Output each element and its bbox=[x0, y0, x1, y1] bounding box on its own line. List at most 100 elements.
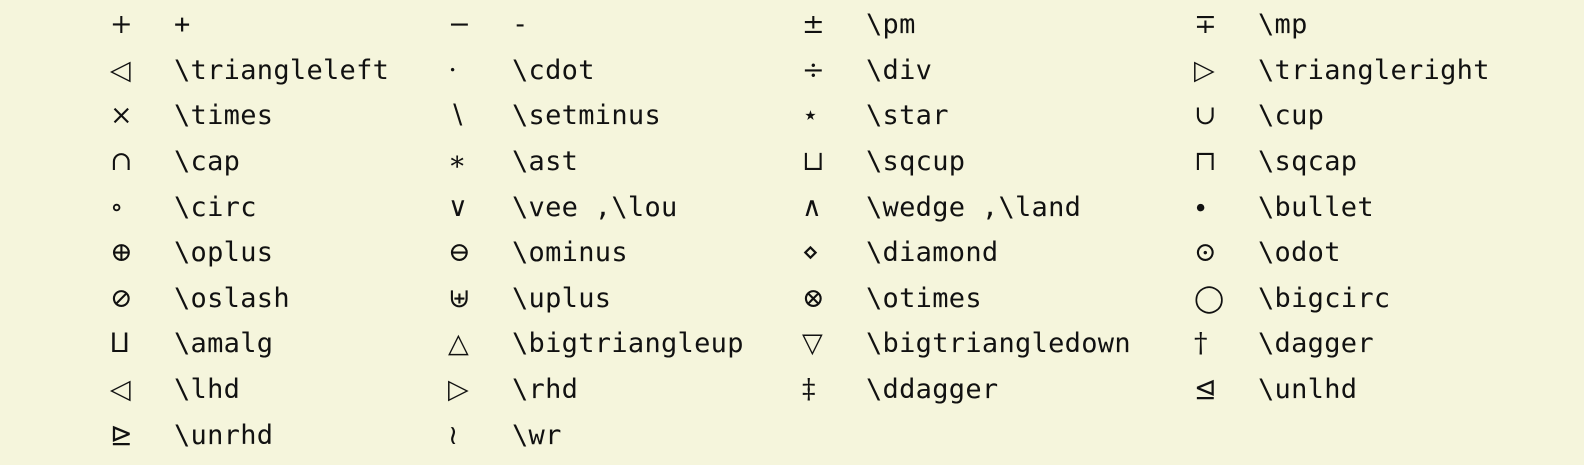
math-symbol: ▽ bbox=[802, 328, 823, 360]
symbol-row: ⊕ \oplus bbox=[110, 230, 389, 276]
symbol-row: ∧\wedge ,\land bbox=[802, 184, 1131, 230]
math-symbol: ⋆ bbox=[802, 100, 819, 132]
math-symbol: ⊙ bbox=[1194, 237, 1217, 269]
latex-command: \setminus bbox=[512, 100, 661, 132]
math-symbol: ∗ bbox=[448, 146, 467, 178]
latex-command: \vee ,\lou bbox=[512, 191, 678, 223]
symbol-row: ×\times bbox=[110, 93, 389, 139]
math-symbol: ∙ bbox=[1194, 191, 1208, 223]
latex-command: \lhd bbox=[174, 374, 241, 406]
symbol-row: ∙\bullet bbox=[1194, 184, 1490, 230]
symbol-row: ⊘\oslash bbox=[110, 276, 389, 322]
symbol-row: ∓ \mp bbox=[1194, 2, 1490, 48]
math-symbol: ⊓ bbox=[1194, 146, 1217, 178]
symbol-row: ▷ \triangleright bbox=[1194, 48, 1490, 94]
math-symbol: ⊗ bbox=[802, 282, 825, 314]
math-symbol: ∨ bbox=[448, 191, 468, 223]
latex-command: \pm bbox=[866, 9, 916, 41]
math-symbol: ∖ bbox=[448, 100, 466, 132]
latex-command: \mp bbox=[1258, 9, 1308, 41]
math-symbol: ⊖ bbox=[448, 237, 471, 269]
symbol-row: ∩\cap bbox=[110, 139, 389, 185]
symbol-column-3: ±\pm ÷\div ⋆ \star ⊔\sqcup ∧\wedge ,\land… bbox=[802, 2, 1131, 412]
symbol-row: ⊙\odot bbox=[1194, 230, 1490, 276]
symbol-row: ÷\div bbox=[802, 48, 1131, 94]
math-symbol: ∧ bbox=[802, 191, 822, 223]
latex-command: \ddagger bbox=[866, 374, 999, 406]
symbol-row: ▽ \bigtriangledown bbox=[802, 321, 1131, 367]
math-symbol: ⋅ bbox=[448, 54, 458, 86]
math-symbol: ⊘ bbox=[110, 282, 133, 314]
latex-command: \cap bbox=[174, 146, 241, 178]
latex-command: \rhd bbox=[512, 374, 579, 406]
math-symbol: + bbox=[110, 9, 133, 41]
latex-command: \triangleright bbox=[1258, 54, 1490, 86]
symbol-row: ⊖ \ominus bbox=[448, 230, 744, 276]
math-symbol: ‡ bbox=[802, 374, 816, 406]
latex-command: - bbox=[512, 9, 529, 41]
latex-command: \times bbox=[174, 100, 274, 132]
symbol-column-1: ++ ◁\triangleleft ×\times ∩\cap ∘\circ ⊕… bbox=[110, 2, 389, 458]
symbol-row: ∖ \setminus bbox=[448, 93, 744, 139]
symbol-row: ++ bbox=[110, 2, 389, 48]
latex-command: \oplus bbox=[174, 237, 274, 269]
math-symbol: ∪ bbox=[1194, 100, 1217, 132]
symbol-row: ⋄ \diamond bbox=[802, 230, 1131, 276]
latex-command: + bbox=[174, 9, 191, 41]
math-symbol: − bbox=[448, 9, 471, 41]
symbol-row: ⋅ \cdot bbox=[448, 48, 744, 94]
symbol-row: ∨ \vee ,\lou bbox=[448, 184, 744, 230]
symbol-row: ◯ \bigcirc bbox=[1194, 276, 1490, 322]
latex-command: \circ bbox=[174, 191, 257, 223]
symbol-row: ⊎ \uplus bbox=[448, 276, 744, 322]
latex-command: \uplus bbox=[512, 282, 612, 314]
symbol-row: −- bbox=[448, 2, 744, 48]
symbol-row: ≀\wr bbox=[448, 412, 744, 458]
symbol-row: △\bigtriangleup bbox=[448, 321, 744, 367]
latex-command: \triangleleft bbox=[174, 54, 390, 86]
symbol-row: † \dagger bbox=[1194, 321, 1490, 367]
math-symbol: ◁ bbox=[110, 54, 131, 86]
symbol-row: ∗ \ast bbox=[448, 139, 744, 185]
math-symbol: ◯ bbox=[1194, 282, 1225, 314]
latex-command: \amalg bbox=[174, 328, 274, 360]
symbol-row: ⊔\sqcup bbox=[802, 139, 1131, 185]
latex-command: \ast bbox=[512, 146, 579, 178]
math-symbol: ⨿ bbox=[110, 328, 130, 360]
latex-command: \unlhd bbox=[1258, 374, 1358, 406]
latex-command: \bigtriangledown bbox=[866, 328, 1131, 360]
math-symbol: ⊎ bbox=[448, 282, 471, 314]
latex-command: \ominus bbox=[512, 237, 628, 269]
symbol-column-4: ∓\mp ▷\triangleright ∪\cup ⊓\sqcap ∙\bul… bbox=[1194, 2, 1490, 412]
math-symbol: ⋄ bbox=[802, 237, 819, 269]
math-symbol: ◁ bbox=[110, 374, 131, 406]
latex-command: \otimes bbox=[866, 282, 982, 314]
symbol-row: ⊗ \otimes bbox=[802, 276, 1131, 322]
symbol-row: ⊵ \unrhd bbox=[110, 412, 389, 458]
symbol-row: ◁ \lhd bbox=[110, 367, 389, 413]
latex-command: \cdot bbox=[512, 54, 595, 86]
latex-command: \div bbox=[866, 54, 933, 86]
symbol-column-2: −- ⋅\cdot ∖\setminus ∗\ast ∨\vee ,\lou ⊖… bbox=[448, 2, 744, 458]
symbol-row: ‡ \ddagger bbox=[802, 367, 1131, 413]
math-symbol: ∓ bbox=[1194, 9, 1217, 41]
latex-command: \unrhd bbox=[174, 419, 274, 451]
math-symbol: ▷ bbox=[1194, 54, 1215, 86]
latex-command: \diamond bbox=[866, 237, 999, 269]
math-symbol: ⊕ bbox=[110, 237, 133, 269]
math-symbol: ⊵ bbox=[110, 419, 133, 451]
symbol-row: ▷ \rhd bbox=[448, 367, 744, 413]
latex-command: \star bbox=[866, 100, 949, 132]
symbol-row: ◁ \triangleleft bbox=[110, 48, 389, 94]
symbol-row: ±\pm bbox=[802, 2, 1131, 48]
latex-command: \bigcirc bbox=[1258, 282, 1391, 314]
math-symbol: ⊔ bbox=[802, 146, 825, 178]
math-symbol: † bbox=[1194, 328, 1208, 360]
symbol-row: ∘ \circ bbox=[110, 184, 389, 230]
math-symbol: ▷ bbox=[448, 374, 469, 406]
math-symbol: ≀ bbox=[448, 419, 459, 451]
latex-command: \dagger bbox=[1258, 328, 1374, 360]
math-symbol: ∘ bbox=[110, 191, 124, 223]
symbol-row: ∪\cup bbox=[1194, 93, 1490, 139]
